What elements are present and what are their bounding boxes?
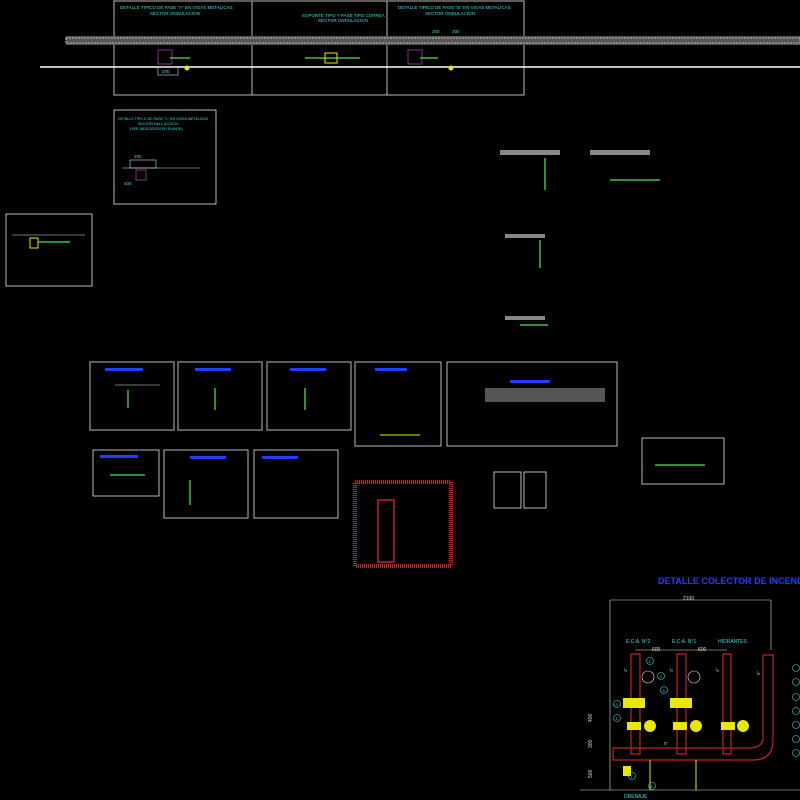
fire-collector-detail: DETALLE COLECTOR DE INCENDI 2100 E.C.A. …: [580, 576, 800, 800]
callout-list: [792, 664, 800, 757]
detail-b-title: DETALLE TIPICO DE PASE "B" EN VIGAS META…: [398, 5, 511, 10]
callout-3: 3: [616, 702, 619, 707]
label-eca-1: E.C.A. N°1: [672, 639, 696, 645]
label-hidrantes: HIDRANTES: [718, 639, 748, 645]
callout-2: 2: [649, 659, 652, 664]
label-drenaje: DRENAJE: [624, 794, 648, 800]
callout-6: 6: [651, 784, 654, 789]
detail-c-sheet: DETALLE TIPICO DE PASE "C" EN VIGAS META…: [113, 109, 217, 205]
dim-overall-width: 2100: [683, 596, 694, 602]
dim-label: 200: [432, 29, 440, 34]
detail-a-subtitle: SECTOR ONDULACION: [150, 11, 200, 16]
dim-label: 400: [124, 181, 132, 186]
callout-5: 5: [663, 688, 666, 693]
dim-height: 400: [588, 713, 594, 722]
dim-label: 200: [452, 29, 460, 34]
pipe-size: 8": [664, 741, 669, 746]
pipe-size: 4": [669, 667, 674, 672]
detail-c-note: (VER INDICACION EN PLANTA): [130, 127, 183, 131]
detail-c-subtitle: SECTOR HALL ACCESO: [138, 122, 179, 126]
pipe-size: 4": [715, 667, 720, 672]
detail-c-title: DETALLE TIPICO DE PASE "C" EN VIGAS META…: [118, 117, 209, 121]
support-title: SOPORTE TIPO Y PASE TIPO CORREA: [302, 13, 385, 18]
top-sheet-frame: [113, 0, 525, 96]
pipe-size: 8": [756, 670, 761, 675]
pipe-size: 4": [623, 667, 628, 672]
dim-label: 200: [134, 154, 142, 159]
dim-label: 200: [162, 69, 170, 74]
dim-height: 300: [588, 739, 594, 748]
callout-1: 1: [616, 716, 619, 721]
dim-spacing: 600: [698, 647, 707, 653]
corrugated-roof-band: [66, 36, 800, 45]
support-subtitle: SECTOR ONDULACION: [318, 18, 368, 23]
top-sheet: DETALLE TIPICO DE PASE "A" EN VIGAS META…: [40, 0, 800, 96]
callout-4: 4: [660, 674, 663, 679]
detail-b-subtitle: SECTOR ONDULACION: [425, 11, 475, 16]
callout-7: 7: [631, 774, 634, 779]
label-eca-2: E.C.A. N°2: [626, 639, 650, 645]
dim-height: 500: [588, 769, 594, 778]
dim-spacing: 600: [652, 647, 661, 653]
detail-a-title: DETALLE TIPICO DE PASE "A" EN VIGAS META…: [120, 5, 233, 10]
main-header-pipe: [612, 654, 774, 761]
detail-sheets: [5, 150, 725, 568]
collector-title: DETALLE COLECTOR DE INCENDI: [658, 576, 800, 586]
